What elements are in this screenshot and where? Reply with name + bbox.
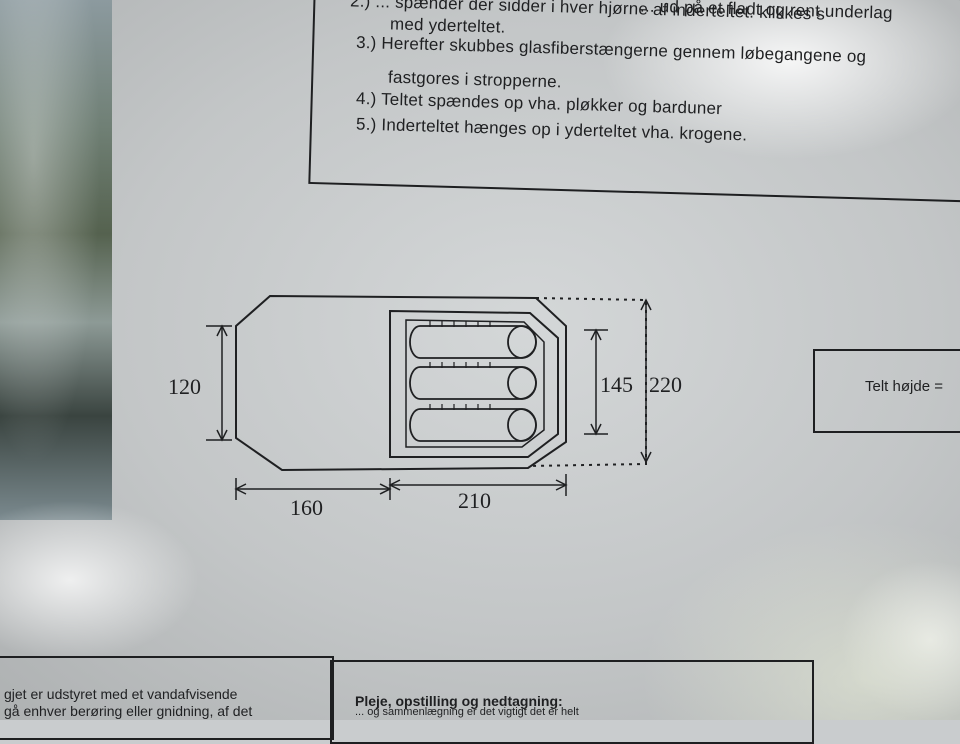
glare [0,500,200,660]
care-heading: Pleje, opstilling og nedtagning: [355,693,563,709]
care-text-line: gjet er udstyret med et vandafvisende [4,686,238,702]
paper-shadow [640,520,960,720]
sleeping-bag [409,321,537,359]
dimension-line-120 [206,324,232,442]
tent-height-label: Telt højde = [865,378,943,395]
tent-outline [235,294,567,472]
sleeping-bag [409,404,537,442]
care-text-line: gå enhver berøring eller gnidning, af de… [4,703,253,719]
photo-background [0,0,960,720]
dimension-label-width-left: 120 [168,374,201,399]
care-subtext: ... og sammenlægning er det vigtigt det … [355,706,579,718]
dimension-line-160 [234,478,392,500]
inner-tent-inner-line [405,319,545,448]
glare [600,0,960,160]
tent-height-box [813,349,960,433]
dimension-label-width-inner: 145 [600,372,633,397]
background-scene [0,0,112,520]
dimension-line-210 [388,474,568,496]
sleeping-bag [409,362,537,400]
dimension-label-width-total: 220 [649,372,682,397]
tent-floor-plan: 120 160 210 145 220 [168,294,682,520]
dimension-label-length-inner: 210 [458,488,491,513]
dimension-line-220 [640,298,652,464]
dimension-label-length-front: 160 [290,495,323,520]
dimension-line-145 [584,328,608,436]
inner-tent [389,309,559,458]
